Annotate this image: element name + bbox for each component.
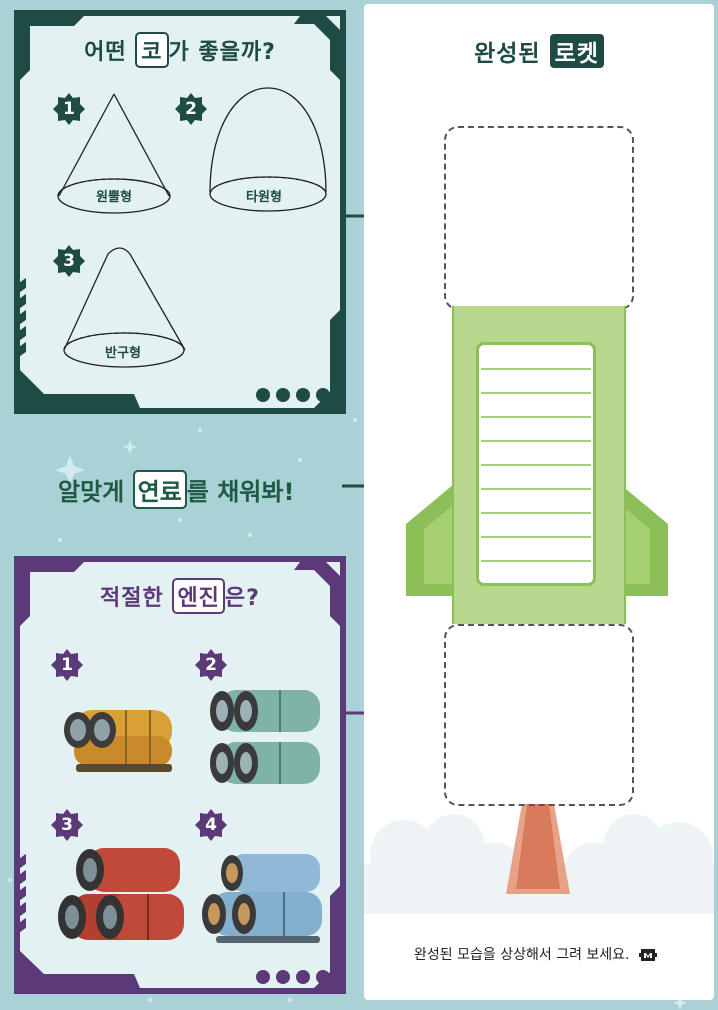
engine-illustration-3[interactable] xyxy=(48,842,188,952)
fuel-tank[interactable] xyxy=(476,342,596,586)
rocket-fins xyxy=(406,484,668,596)
fuel-text-highlight: 연료 xyxy=(132,470,187,509)
option-1-badge: 1 xyxy=(52,92,86,126)
hemisphere-cone-icon[interactable] xyxy=(58,242,198,377)
engine-option-3-badge: 3 xyxy=(50,808,84,842)
ellipse-label: 타원형 xyxy=(246,190,282,205)
nose-card-frame xyxy=(14,10,346,414)
nose-title-post: 가 좋을까? xyxy=(168,40,276,65)
engine-card-stripes xyxy=(20,853,26,936)
engine-illustration-4[interactable] xyxy=(200,846,335,956)
nose-card-dots xyxy=(256,388,330,402)
engine-option-1-badge: 1 xyxy=(50,648,84,682)
engine-title-highlight: 엔진 xyxy=(172,578,225,614)
ellipse-dome-icon[interactable] xyxy=(204,82,334,222)
rocket-title-pre: 완성된 xyxy=(474,41,550,67)
fuel-text-pre: 알맞게 xyxy=(58,478,133,506)
engine-illustration-2[interactable] xyxy=(200,684,330,794)
engine-illustration-1[interactable] xyxy=(46,692,181,782)
engine-card-dots xyxy=(256,970,330,984)
rocket-panel-title: 완성된 로켓 xyxy=(364,34,714,68)
rocket-title-highlight: 로켓 xyxy=(549,34,604,68)
engine-option-2-badge: 2 xyxy=(194,648,228,682)
nose-title-pre: 어떤 xyxy=(84,40,136,65)
option-2-badge: 2 xyxy=(174,92,208,126)
rocket-panel: 완성된 로켓 완성 xyxy=(364,4,714,1000)
hemisphere-label: 반구형 xyxy=(105,346,141,361)
logo-icon xyxy=(638,949,657,961)
nose-drawing-area[interactable] xyxy=(444,126,634,310)
cloud xyxy=(364,804,714,914)
cone-label: 원뿔형 xyxy=(96,190,132,205)
nose-title-highlight: 코 xyxy=(135,32,169,68)
engine-option-4-badge: 4 xyxy=(194,808,228,842)
cone-icon[interactable] xyxy=(54,90,194,220)
fuel-lines xyxy=(481,368,591,562)
engine-title-post: 은? xyxy=(224,586,260,611)
footer-text: 완성된 모습을 상상해서 그려 보세요. xyxy=(414,947,630,963)
engine-drawing-area[interactable] xyxy=(444,624,634,806)
nose-card-stripes xyxy=(20,277,26,360)
rocket-footer: 완성된 모습을 상상해서 그려 보세요. xyxy=(364,944,708,964)
engine-title-pre: 적절한 xyxy=(100,586,173,611)
fuel-text-post: 를 채워봐! xyxy=(186,478,295,506)
option-3-badge: 3 xyxy=(52,244,86,278)
